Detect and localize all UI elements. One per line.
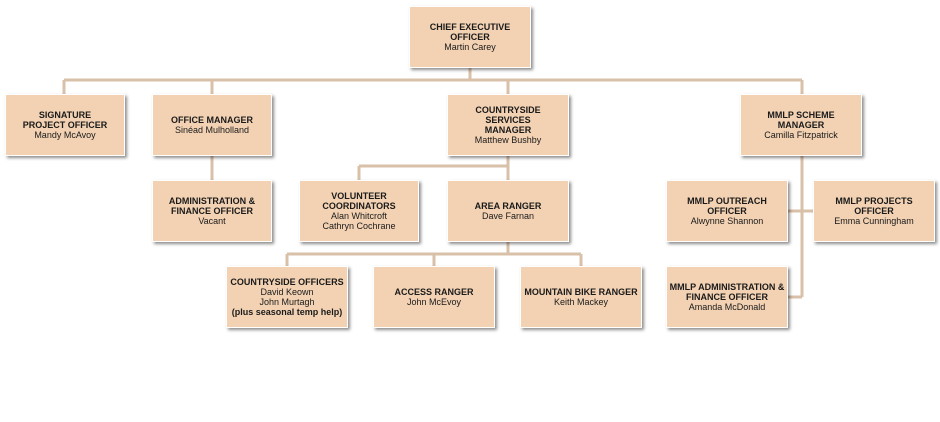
node-title-line: ADMINISTRATION &	[168, 196, 256, 206]
node-person-name: Camilla Fitzpatrick	[764, 130, 838, 140]
node-title-line: MMLP OUTREACH OFFICER	[687, 196, 767, 216]
node-person-name: David Keown	[260, 287, 314, 297]
node-title-line: SIGNATURE	[38, 110, 92, 120]
node-title-line: FINANCE OFFICER	[171, 206, 253, 216]
node-title-line: ACCESS RANGER	[394, 287, 474, 297]
node-person-name: Alan Whitcroft	[330, 211, 388, 221]
node-title-line: PROJECT OFFICER	[22, 120, 108, 130]
node-title-line: COUNTRYSIDE	[475, 105, 541, 115]
node-person-name: Matthew Bushby	[474, 135, 542, 145]
node-note: (plus seasonal temp help)	[231, 307, 343, 317]
node-person-name: Alwynne Shannon	[690, 216, 764, 226]
node-title-line: FINANCE OFFICER	[686, 292, 768, 302]
node-title-line: MOUNTAIN BIKE RANGER	[524, 287, 638, 297]
node-title-line: COORDINATORS	[322, 201, 396, 211]
node-person-name: Mandy McAvoy	[34, 130, 96, 140]
node-title-line: AREA RANGER	[474, 201, 542, 211]
node-person-name: Martin Carey	[444, 42, 496, 52]
node-title-line: MANAGER	[484, 125, 532, 135]
node-title-line: VOLUNTEER	[331, 191, 387, 201]
node-title-line: OFFICER	[450, 32, 490, 42]
node-person-name: Cathryn Cochrane	[322, 221, 396, 231]
node-person-name: Emma Cunningham	[834, 216, 914, 226]
node-person-name: Keith Mackey	[553, 297, 609, 307]
node-title-line: MMLP ADMINISTRATION &	[669, 282, 785, 292]
node-title-line: MMLP SCHEME MANAGER	[767, 110, 835, 130]
node-person-name: Sinéad Mulholland	[174, 125, 250, 135]
node-person-name: John Murtagh	[259, 297, 315, 307]
node-title-line: OFFICE MANAGER	[171, 115, 253, 125]
node-person-name: Amanda McDonald	[688, 302, 766, 312]
node-title-line: MMLP PROJECTS OFFICER	[835, 196, 913, 216]
node-person-name: Vacant	[198, 216, 226, 226]
node-title-line: SERVICES	[485, 115, 531, 125]
node-person-name: Dave Farnan	[481, 211, 535, 221]
node-title-line: COUNTRYSIDE OFFICERS	[230, 277, 344, 287]
node-title-line: CHIEF EXECUTIVE	[429, 22, 511, 32]
node-person-name: John McEvoy	[406, 297, 462, 307]
